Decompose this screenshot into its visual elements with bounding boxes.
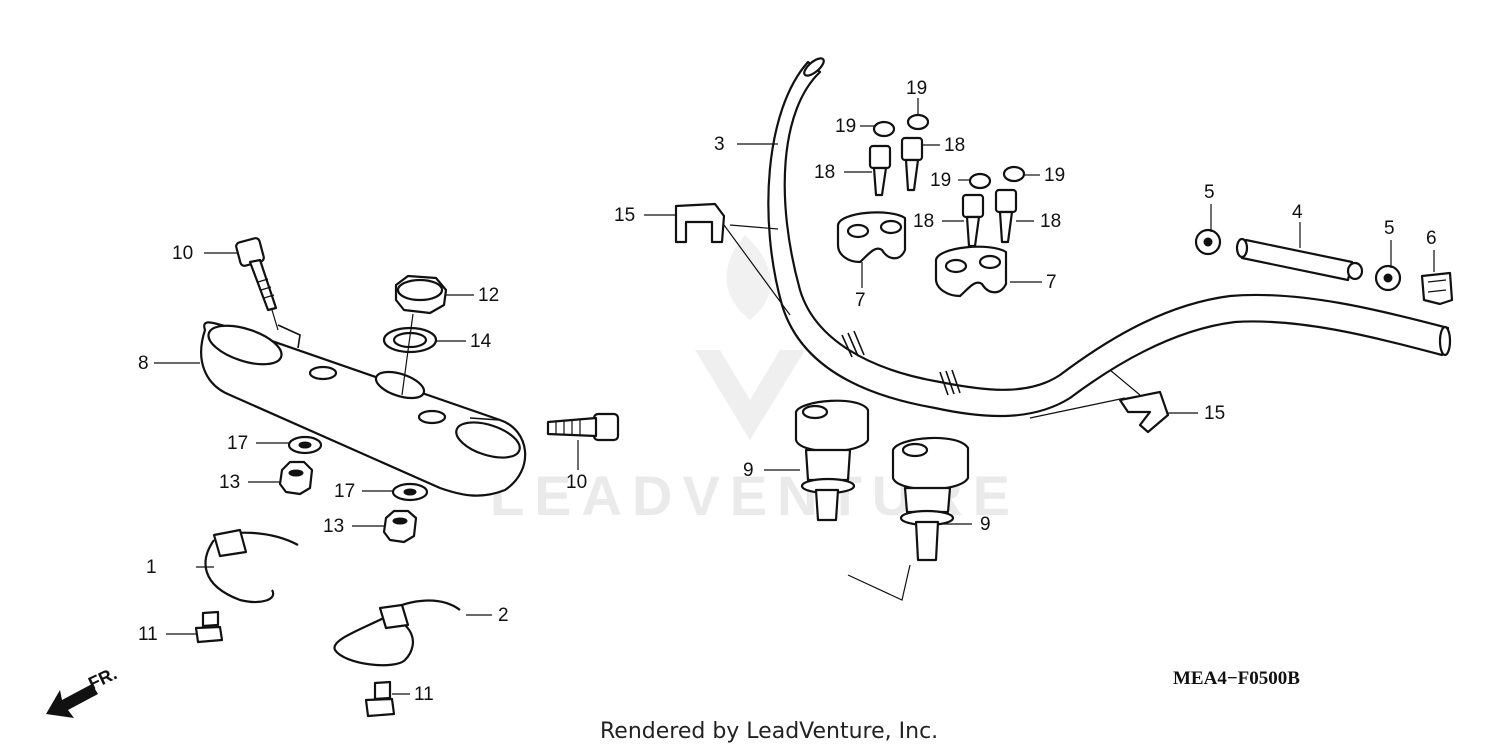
callout-4: 4 xyxy=(1292,202,1303,223)
callout-leaders xyxy=(154,98,1435,695)
cable-clamp-part-15-right xyxy=(1029,369,1170,434)
cap-nut-part-12 xyxy=(394,274,448,315)
cap-part-19-b xyxy=(906,113,930,131)
callout-5-left: 5 xyxy=(1204,182,1215,203)
cap-part-19-d xyxy=(1002,165,1026,183)
riser-part-9-left xyxy=(794,399,870,522)
callout-19-c: 19 xyxy=(930,170,951,191)
callout-7-lower: 7 xyxy=(1046,272,1057,293)
cap-part-19-c xyxy=(968,172,992,190)
bolt-part-18-c xyxy=(961,193,985,248)
bolt-part-18-d xyxy=(994,188,1018,244)
holder-part-7-upper xyxy=(836,211,907,264)
top-bridge-part-8 xyxy=(200,321,527,497)
callout-11-left: 11 xyxy=(138,624,158,645)
weight-part-4 xyxy=(1235,237,1364,282)
callout-10-right: 10 xyxy=(566,472,587,493)
callout-3: 3 xyxy=(714,134,725,155)
callout-15-right: 15 xyxy=(1204,403,1225,424)
credit-line: Rendered by LeadVenture, Inc. xyxy=(600,719,938,744)
front-arrow-icon xyxy=(46,684,98,718)
callout-14: 14 xyxy=(470,331,492,352)
bolt-part-18-b xyxy=(900,136,924,192)
callout-labels: 1 2 3 4 5 5 6 7 7 8 9 9 10 10 11 11 12 1… xyxy=(138,78,1437,705)
retainer-part-6 xyxy=(1420,271,1454,306)
cap-part-19-a xyxy=(872,120,896,138)
callout-13-right: 13 xyxy=(323,516,344,537)
callout-19-d: 19 xyxy=(1044,165,1065,186)
callout-18-a: 18 xyxy=(814,162,835,183)
diagram-code: MEA4−F0500B xyxy=(1173,668,1300,689)
callout-13-left: 13 xyxy=(219,472,240,493)
callout-17-left: 17 xyxy=(227,433,248,454)
riser-part-9-right xyxy=(847,436,970,601)
wire-clip-part-1 xyxy=(194,528,299,644)
callout-18-b: 18 xyxy=(944,135,965,156)
front-direction-indicator: FR. xyxy=(46,663,120,718)
weight-nut-part-5-right xyxy=(1374,264,1402,292)
holder-part-7-lower xyxy=(934,245,1008,298)
callout-10-left: 10 xyxy=(172,243,193,264)
callout-9-right: 9 xyxy=(980,514,991,535)
washer-part-14 xyxy=(382,313,438,396)
callout-18-d: 18 xyxy=(1040,211,1061,232)
weight-nut-part-5-left xyxy=(1194,228,1222,256)
callout-5-right: 5 xyxy=(1384,218,1395,239)
wire-clip-part-2 xyxy=(333,599,461,718)
callout-9-left: 9 xyxy=(743,460,754,481)
callout-19-b: 19 xyxy=(906,78,927,99)
cable-clamp-part-15-left xyxy=(674,202,791,316)
callout-1: 1 xyxy=(146,557,157,578)
handlebar-part-3 xyxy=(767,57,1452,418)
washer-part-17-right xyxy=(391,482,429,502)
bolt-part-10-right xyxy=(546,412,620,442)
callout-12: 12 xyxy=(478,285,499,306)
callout-11-right: 11 xyxy=(414,684,434,705)
callout-15-left: 15 xyxy=(614,205,635,226)
callout-17-right: 17 xyxy=(334,481,355,502)
bolt-part-10-left xyxy=(235,237,279,331)
bolt-part-18-a xyxy=(868,144,892,197)
callout-2: 2 xyxy=(498,605,509,626)
callout-8: 8 xyxy=(138,353,149,374)
callout-7-upper: 7 xyxy=(855,290,866,311)
callout-19-a: 19 xyxy=(835,116,856,137)
washer-part-17-left xyxy=(287,435,323,455)
nut-part-13-right xyxy=(382,509,418,544)
nut-part-13-left xyxy=(278,460,314,496)
callout-18-c: 18 xyxy=(913,211,934,232)
callout-6: 6 xyxy=(1426,228,1437,249)
